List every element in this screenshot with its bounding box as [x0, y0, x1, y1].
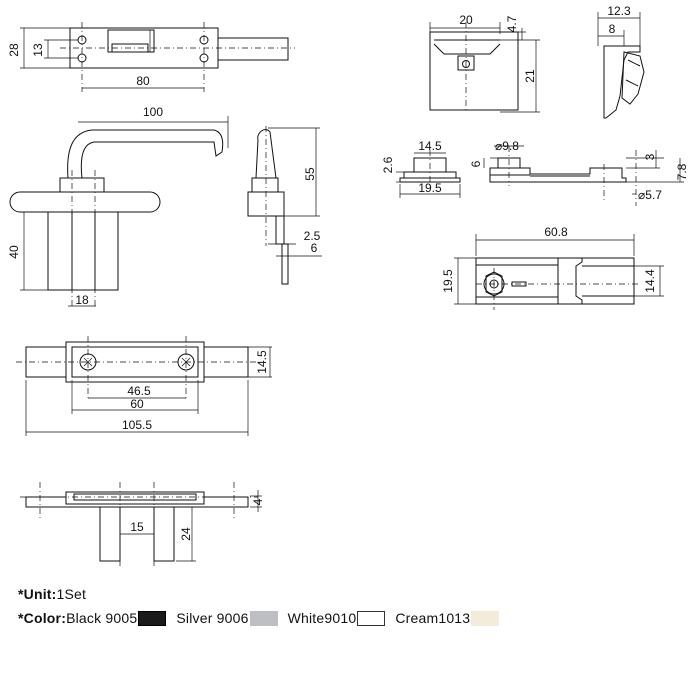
- dim-handle-length: 100: [143, 105, 163, 119]
- dim-plate-height: 14.5: [255, 350, 269, 374]
- color-swatch-white: [357, 611, 386, 626]
- latch-plan-view: [454, 234, 664, 310]
- rail-side-view: [483, 145, 684, 206]
- dim-side-thickness-2: 6: [311, 241, 318, 255]
- dim-side-height: 55: [303, 167, 317, 181]
- base-plate-view: [16, 336, 272, 436]
- color-name: White9010: [287, 610, 357, 626]
- dim-plate-inner-length: 60: [130, 397, 144, 411]
- cup-view: [429, 22, 540, 113]
- dim-clip-width-2: 8: [609, 22, 616, 36]
- color-line: *Color:Black 9005 Silver 9006 White9010 Cre…: [18, 610, 509, 626]
- unit-line: *Unit:1Set: [18, 586, 86, 602]
- color-name: Black 9005: [66, 610, 138, 626]
- unit-label: *Unit:: [18, 586, 57, 602]
- dim-bottom-depth: 24: [179, 527, 193, 541]
- dim-side-thickness-1: 2.5: [304, 229, 321, 243]
- unit-value: 1Set: [56, 586, 87, 602]
- handle-front-view: 100: [9, 105, 229, 308]
- dim-latch-length: 60.8: [544, 225, 568, 239]
- dim-bottom-gap: 15: [130, 520, 144, 534]
- dim-plate-total-length: 105.5: [122, 418, 152, 432]
- color-item-cream: Cream1013: [395, 610, 509, 626]
- color-item-white: White9010: [288, 610, 396, 626]
- dim-bottom-thickness: 4: [251, 498, 265, 505]
- dim-rail-height: 7.8: [675, 163, 689, 180]
- color-label: *Color:: [18, 610, 67, 626]
- clip-view: [597, 12, 645, 119]
- color-swatch-black: [138, 611, 167, 626]
- dim-cup-thickness: 4.7: [505, 15, 519, 32]
- dim-clip-width: 12.3: [607, 4, 631, 18]
- handle-top-view: [20, 22, 295, 92]
- bottom-section-view: [20, 482, 262, 566]
- dim-plate-hole-spacing: 46.5: [127, 384, 151, 398]
- dim-hole-diameter: ⌀5.7: [638, 188, 662, 202]
- dim-top-left-height-2: 13: [31, 43, 45, 57]
- dim-cup-height: 21: [523, 69, 537, 83]
- color-swatch-silver: [249, 611, 278, 626]
- keeper-view: [396, 150, 461, 198]
- dim-latch-inner-height: 14.4: [643, 269, 657, 293]
- dim-keeper-height: 2.6: [381, 156, 395, 173]
- dim-base-height: 40: [7, 245, 21, 259]
- dim-top-left-height: 28: [7, 43, 21, 57]
- dim-latch-height: 19.5: [441, 269, 455, 293]
- color-swatch-cream: [471, 611, 500, 626]
- dim-keeper-base: 19.5: [418, 181, 442, 195]
- handle-side-view: [247, 126, 322, 285]
- color-name: Silver 9006: [176, 610, 249, 626]
- dim-keeper-width: 14.5: [418, 139, 442, 153]
- dim-base-width: 18: [75, 293, 89, 307]
- dim-cup-width: 20: [459, 13, 473, 27]
- dim-pin-diameter: ⌀9.8: [495, 139, 519, 153]
- dim-top-left-width: 80: [136, 74, 150, 88]
- color-item-silver: Silver 9006: [176, 610, 287, 626]
- dim-pin-height: 6: [469, 160, 483, 167]
- color-item-black: Black 9005: [66, 610, 176, 626]
- color-name: Cream1013: [395, 610, 471, 626]
- dim-rail-offset: 3: [643, 153, 657, 160]
